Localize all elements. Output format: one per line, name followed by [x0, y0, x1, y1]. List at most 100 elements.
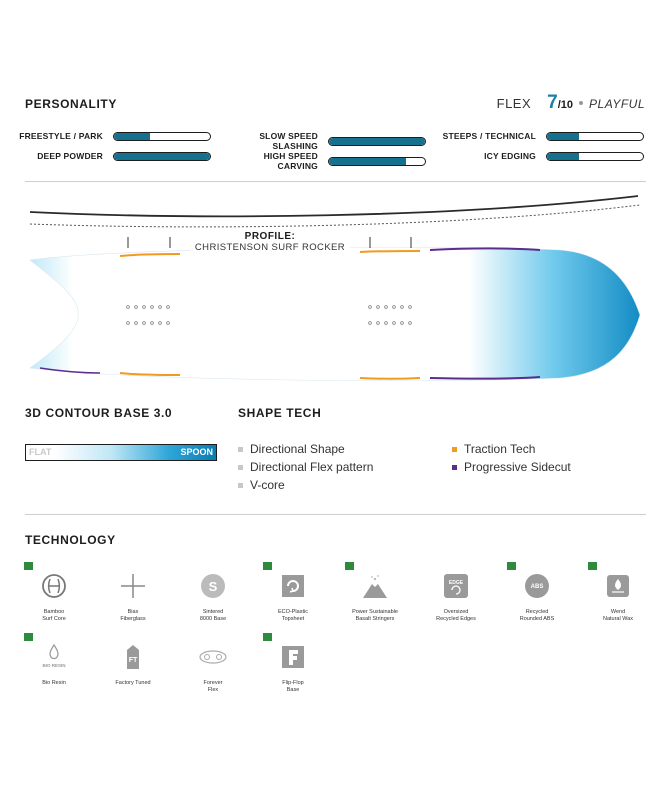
- tech-label: Bio Resin: [42, 680, 66, 686]
- profile-label-name: CHRISTENSON SURF ROCKER: [194, 242, 346, 253]
- contour-spoon-label: SPOON: [180, 447, 213, 457]
- bullet-icon: [238, 464, 243, 470]
- svg-text:FT: FT: [129, 657, 138, 664]
- sidecut-edge-bottom: [429, 376, 541, 380]
- bar-fill: [114, 132, 151, 140]
- biax-fiberglass-icon: [121, 574, 145, 598]
- bar-label: HIGH SPEED CARVING: [263, 151, 318, 171]
- flex-separator-dot: [579, 101, 584, 105]
- traction-edge-top-left: [119, 253, 181, 257]
- bullet-icon: [452, 446, 457, 452]
- bar-track: [546, 151, 644, 161]
- bar-label: DEEP POWDER: [37, 151, 103, 161]
- shape-tech-item: V-core: [238, 478, 285, 492]
- recycled-edges-icon: EDGE: [444, 574, 468, 598]
- bullet-icon: [238, 482, 243, 488]
- tech-item-factory-tuned: FT Factory Tuned: [103, 633, 163, 687]
- check-icon: [263, 633, 272, 641]
- eco-topsheet-icon: [282, 575, 304, 597]
- bullet-icon: [452, 464, 457, 470]
- sidecut-edge-tail: [39, 367, 101, 374]
- shape-tech-item: Progressive Sidecut: [452, 460, 571, 474]
- bar-row-icy-edging: ICY EDGING: [441, 151, 644, 161]
- board-shape: [29, 246, 641, 382]
- flex-label: FLEX: [496, 96, 532, 111]
- bar-track: [328, 156, 426, 166]
- sintered-base-icon: S: [201, 574, 225, 598]
- bar-track: [328, 136, 426, 146]
- bio-resin-icon: BIO RESIN: [42, 643, 66, 668]
- flex-word: PLAYFUL: [589, 97, 645, 111]
- shape-tech-item: Traction Tech: [452, 442, 535, 456]
- bar-row-freestyle: FREESTYLE / PARK: [8, 131, 211, 141]
- bar-fill: [329, 137, 425, 145]
- divider: [25, 181, 646, 182]
- bar-row-slow-speed: SLOW SPEED SLASHING: [223, 131, 426, 151]
- bar-label: FREESTYLE / PARK: [19, 131, 103, 141]
- shape-tech-label: Traction Tech: [464, 442, 536, 456]
- bar-label: SLOW SPEED SLASHING: [259, 131, 318, 151]
- check-icon: [345, 562, 354, 570]
- check-icon: [263, 562, 272, 570]
- svg-text:S: S: [209, 579, 218, 594]
- bar-label: STEEPS / TECHNICAL: [442, 131, 536, 141]
- bar-row-high-speed: HIGH SPEED CARVING: [223, 151, 426, 171]
- personality-title: PERSONALITY: [25, 97, 117, 111]
- profile-line-base: [29, 204, 641, 228]
- flex-rating: FLEX 7 /10 PLAYFUL: [497, 92, 645, 114]
- svg-text:ABS: ABS: [531, 584, 544, 590]
- svg-text:BIO RESIN: BIO RESIN: [42, 663, 65, 668]
- factory-tuned-icon: FT: [127, 645, 139, 669]
- binding-inserts-front: [368, 305, 412, 325]
- shape-tech-label: Directional Shape: [250, 442, 345, 456]
- flex-denominator: /10: [557, 99, 574, 111]
- traction-edge-bottom-right: [359, 377, 421, 380]
- bar-row-steeps: STEEPS / TECHNICAL: [441, 131, 644, 141]
- tech-item-bio-resin: BIO RESIN Bio Resin: [24, 633, 84, 687]
- bar-row-deep-powder: DEEP POWDER: [8, 151, 211, 161]
- technology-title: TECHNOLOGY: [25, 533, 116, 547]
- bar-fill: [547, 132, 579, 140]
- contour-scale: FLAT SPOON: [25, 444, 217, 461]
- binding-inserts-rear: [126, 305, 170, 325]
- traction-edge-top-right: [359, 250, 421, 253]
- shape-tech-item: Directional Shape: [238, 442, 345, 456]
- forever-flex-icon: [199, 650, 227, 664]
- check-icon: [24, 633, 33, 641]
- profile-label: PROFILE: CHRISTENSON SURF ROCKER: [190, 231, 350, 253]
- sidecut-edge-top: [429, 247, 541, 251]
- basalt-stringers-icon: [363, 575, 387, 598]
- profile-line-top: [29, 195, 639, 218]
- divider: [25, 514, 646, 515]
- natural-wax-icon: [607, 575, 629, 597]
- traction-edge-bottom-left: [119, 372, 181, 376]
- flip-flop-base-icon: [282, 646, 304, 668]
- bar-fill: [114, 152, 210, 160]
- shape-tech-label: Progressive Sidecut: [464, 460, 571, 474]
- recycled-abs-icon: ABS: [525, 574, 549, 598]
- contour-title: 3D CONTOUR BASE 3.0: [25, 406, 173, 420]
- bar-fill: [547, 152, 579, 160]
- bar-track: [546, 131, 644, 141]
- bar-label: ICY EDGING: [484, 151, 536, 161]
- flex-value: 7: [547, 92, 558, 113]
- shape-tech-item: Directional Flex pattern: [238, 460, 373, 474]
- profile-label-title: PROFILE:: [244, 231, 296, 242]
- check-icon: [588, 562, 597, 570]
